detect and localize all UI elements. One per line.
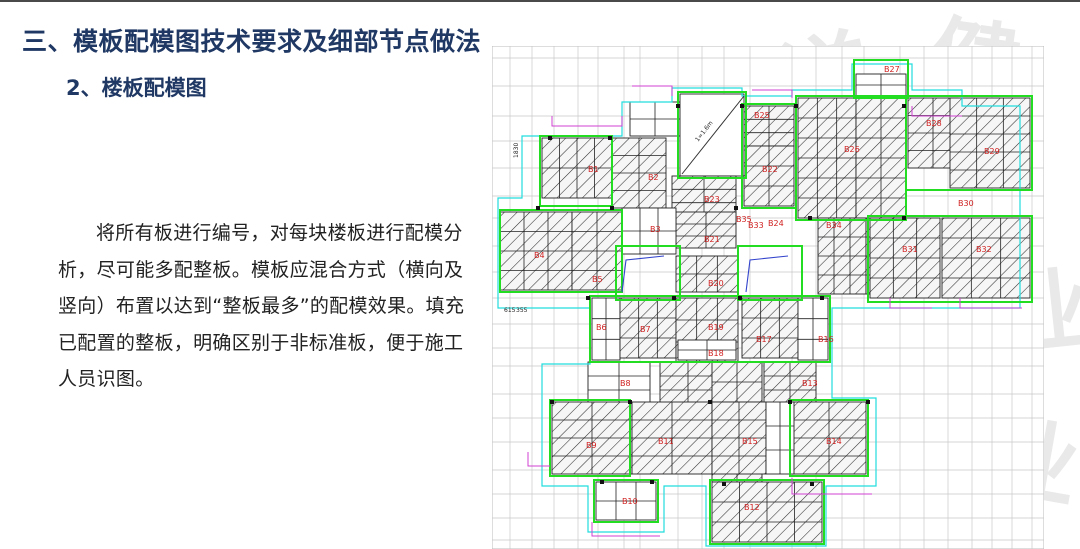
panel-label: B8 [620,379,631,388]
description-paragraph: 将所有板进行编号，对每块楼板进行配模分析，尽可能多配整板。模板应混合方式（横向及… [58,222,465,390]
annotation-bracket [527,452,550,467]
annotation-bracket [551,116,623,127]
panel-label: B28 [926,119,942,128]
panel-label: B33 [748,221,764,230]
column-mark [610,206,614,210]
panel-label: B25 [754,111,770,120]
panel-label: B22 [762,165,778,174]
column-mark [548,136,552,140]
panel-label: B34 [826,221,842,230]
panel-label: B17 [756,335,772,344]
annotation-bracket [752,89,793,98]
column-mark [672,296,676,300]
panel-label: B16 [818,335,834,344]
wall-outline [905,95,1033,191]
dimension-label: 615 [504,307,516,314]
column-mark [722,482,726,486]
panel-label: B26 [844,145,860,154]
annotation-bracket [591,522,660,537]
formwork-panel [619,297,677,359]
panel-label: B1 [588,165,599,174]
column-mark [734,206,738,210]
panel-label: B35 [736,215,752,224]
column-mark [550,400,554,404]
column-mark [738,296,742,300]
panel-label: B5 [592,275,603,284]
panel-label: B20 [708,279,724,288]
panel-label: B29 [984,147,1000,156]
wall-outline [709,479,825,545]
panel-label: B14 [826,437,842,446]
panel-label: B23 [704,195,720,204]
panel-label: B9 [586,441,597,450]
column-mark [650,480,654,484]
column-mark [810,482,814,486]
column-mark [708,400,712,404]
column-mark [676,104,680,108]
column-mark [794,104,798,108]
annotation-bracket [791,478,872,495]
column-mark [808,216,812,220]
column-mark [608,136,612,140]
annotation-bracket [889,298,932,309]
panel-label: B21 [704,235,720,244]
formwork-panel [741,297,799,359]
column-mark [628,400,632,404]
panel-label: B27 [884,65,900,74]
panel-label: B15 [742,437,758,446]
wall-outline [593,479,659,523]
wall-outline [737,245,803,301]
section-subtitle: 2、楼板配模图 [66,76,207,100]
panel-label: B32 [976,245,992,254]
stair-line [745,255,789,293]
wall-outline [549,399,631,477]
column-mark [788,400,792,404]
stair-diagonal [681,95,745,175]
annotation-bracket [959,298,1022,309]
panel-label: B19 [708,323,724,332]
wall-outline [589,295,831,363]
formwork-panel [949,97,1031,189]
panel-label: B3 [650,225,661,234]
stair-line [621,255,665,293]
formwork-outline [497,63,1021,547]
top-rule [0,0,1080,2]
annotation-bracket [911,106,962,117]
wall-outline [853,59,909,99]
panel-label: B18 [708,349,724,358]
column-mark [536,206,540,210]
wall-outlines [497,59,1033,547]
panel-label: B2 [648,173,659,182]
slide-title: 三、模板配模图技术要求及细部节点做法 [22,27,482,56]
column-mark [820,296,824,300]
panel-label: B31 [902,245,918,254]
wall-outline [867,215,1033,303]
panel-label: B24 [768,219,784,228]
panel-label: B13 [802,379,818,388]
dimension-label: 355 [516,307,528,314]
column-mark [740,104,744,108]
column-mark [586,296,590,300]
panel-label: B12 [744,503,760,512]
formwork-panels [499,73,1031,543]
wall-outline [615,245,681,301]
panel-label: B7 [640,325,651,334]
panel-label: B11 [658,437,674,446]
column-mark [866,400,870,404]
panel-label: B30 [958,199,974,208]
column-mark [902,104,906,108]
dimension-label: 1830 [513,143,520,158]
wall-outline [677,91,747,179]
panel-label: B4 [534,251,545,260]
annotation-bracket [632,85,673,96]
panel-label: B10 [622,497,638,506]
column-mark [902,216,906,220]
column-mark [600,480,604,484]
panel-label: B6 [596,323,607,332]
wall-outline [789,399,869,477]
